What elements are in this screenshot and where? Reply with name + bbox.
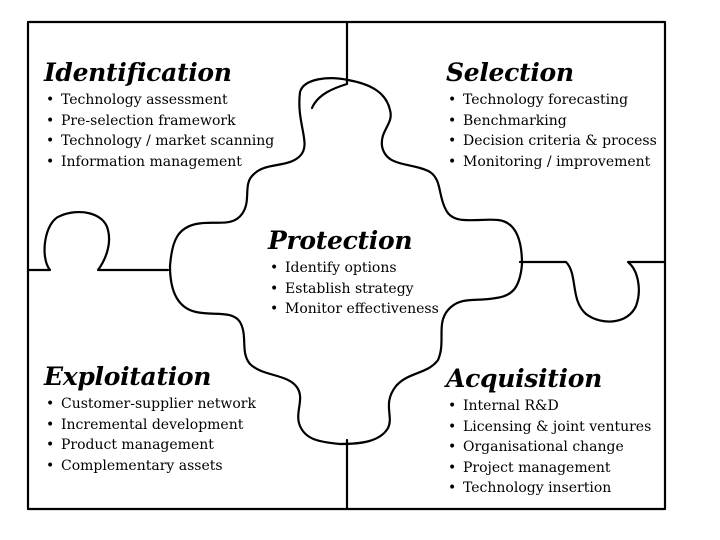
list-item: Complementary assets — [44, 456, 256, 477]
identification-list: Technology assessment Pre-selection fram… — [44, 90, 274, 172]
exploitation-list: Customer-supplier network Incremental de… — [44, 394, 256, 476]
list-item: Internal R&D — [446, 396, 651, 417]
exploitation-title: Exploitation — [44, 362, 212, 391]
protection-list: Identify options Establish strategy Moni… — [268, 258, 439, 320]
list-item: Customer-supplier network — [44, 394, 256, 415]
list-item: Decision criteria & process — [446, 131, 657, 152]
list-item: Project management — [446, 458, 651, 479]
acquisition-title: Acquisition — [446, 364, 602, 393]
list-item: Incremental development — [44, 415, 256, 436]
protection-block: Protection Identify options Establish st… — [268, 226, 439, 320]
list-item: Technology forecasting — [446, 90, 657, 111]
acquisition-list: Internal R&D Licensing & joint ventures … — [446, 396, 651, 499]
list-item: Monitoring / improvement — [446, 152, 657, 173]
selection-block: Selection Technology forecasting Benchma… — [446, 58, 657, 172]
list-item: Identify options — [268, 258, 439, 279]
exploitation-block: Exploitation Customer-supplier network I… — [44, 362, 256, 476]
list-item: Technology insertion — [446, 478, 651, 499]
list-item: Organisational change — [446, 437, 651, 458]
seam-left — [26, 210, 170, 272]
seam-top — [310, 20, 349, 110]
list-item: Establish strategy — [268, 279, 439, 300]
list-item: Licensing & joint ventures — [446, 417, 651, 438]
list-item: Technology / market scanning — [44, 131, 274, 152]
acquisition-block: Acquisition Internal R&D Licensing & joi… — [446, 364, 651, 499]
list-item: Benchmarking — [446, 111, 657, 132]
list-item: Information management — [44, 152, 274, 173]
selection-title: Selection — [446, 58, 574, 87]
list-item: Product management — [44, 435, 256, 456]
list-item: Technology assessment — [44, 90, 274, 111]
center-piece-outline — [168, 77, 524, 446]
identification-block: Identification Technology assessment Pre… — [44, 58, 274, 172]
list-item: Monitor effectiveness — [268, 299, 439, 320]
list-item: Pre-selection framework — [44, 111, 274, 132]
identification-title: Identification — [44, 58, 232, 87]
selection-list: Technology forecasting Benchmarking Deci… — [446, 90, 657, 172]
protection-title: Protection — [268, 226, 413, 255]
seam-right — [518, 260, 667, 323]
